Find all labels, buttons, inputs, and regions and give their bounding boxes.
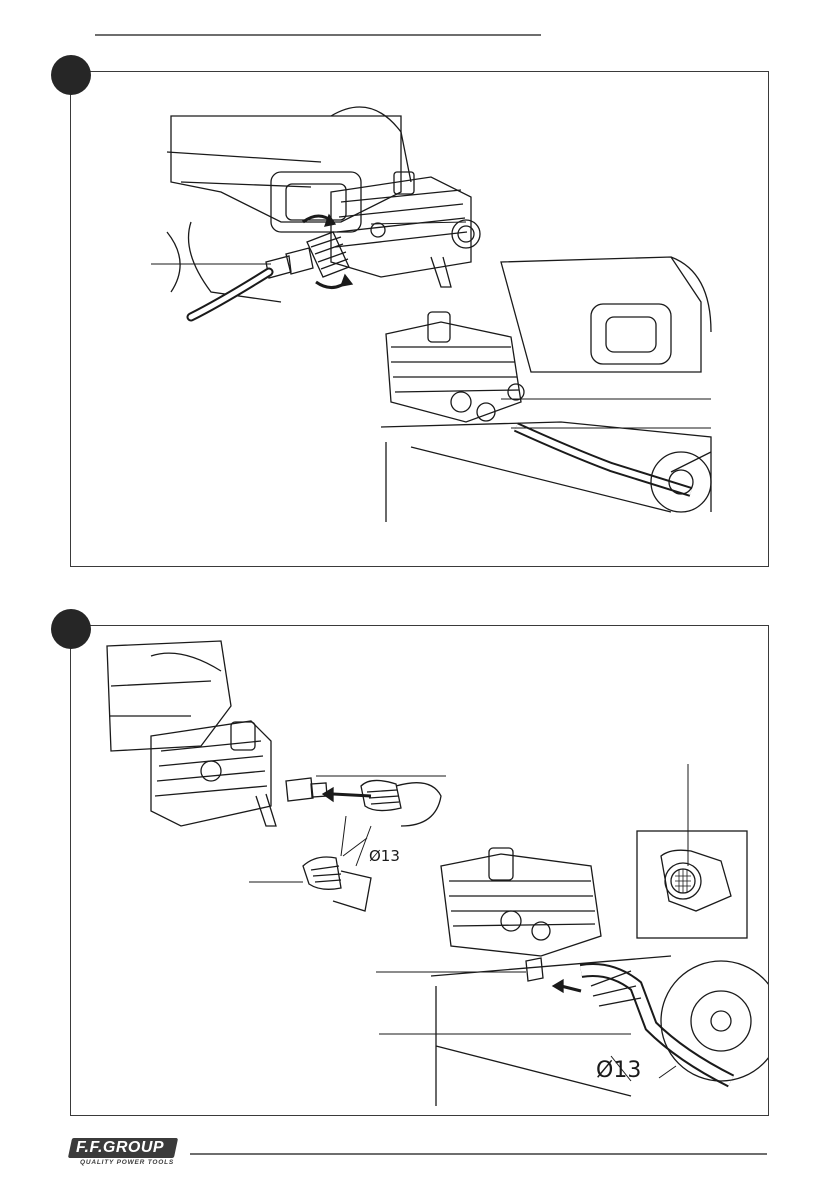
header-rule xyxy=(95,34,541,36)
step-marker-2 xyxy=(51,609,91,649)
brand-logo: F.F.GROUP QUALITY POWER TOOLS xyxy=(70,1138,180,1166)
pump-hose-illustration xyxy=(71,72,768,566)
hose-diameter-label-small: Ø13 xyxy=(369,847,400,865)
illustration-panel-2: Ø13 Ø13 xyxy=(70,625,769,1116)
hose-diameter-label-large: Ø13 xyxy=(596,1058,641,1083)
logo-tagline: QUALITY POWER TOOLS xyxy=(80,1159,174,1166)
logo-brand-text: F.F.GROUP xyxy=(76,1139,164,1157)
footer-rule xyxy=(190,1153,767,1155)
water-inlet-illustration xyxy=(71,626,768,1115)
illustration-panel-1 xyxy=(70,71,769,567)
step-marker-1 xyxy=(51,55,91,95)
